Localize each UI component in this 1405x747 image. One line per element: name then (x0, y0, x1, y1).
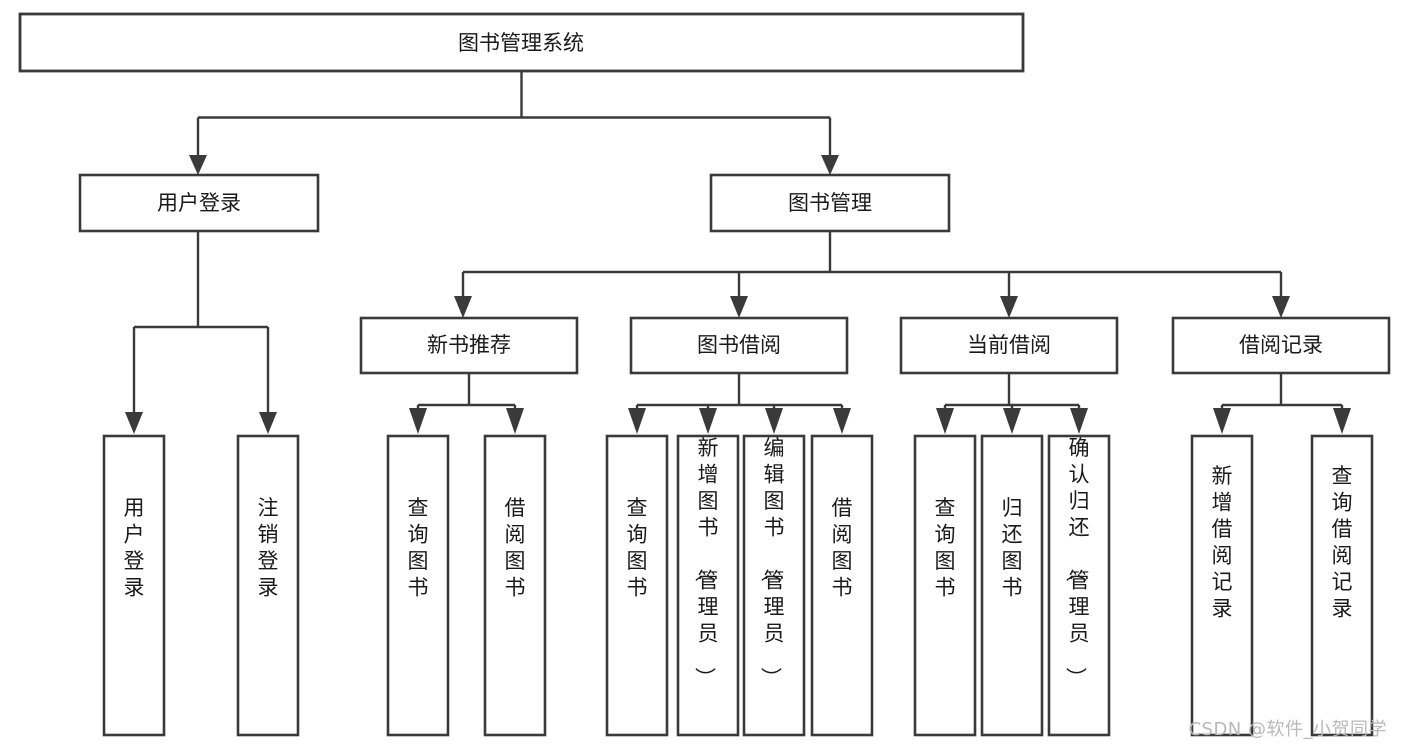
leaf-return-book-label: 归还图书 (1002, 496, 1023, 600)
leaf-add-book-box[interactable] (676, 434, 740, 737)
arrow-to-leaf-user-logout (259, 412, 277, 434)
leaf-confirm-return-box[interactable] (1047, 434, 1111, 737)
arrow-to-leaf-confirm-return (1070, 408, 1088, 434)
node-root-label: 图书管理系统 (458, 31, 584, 55)
arrow-to-leaf-query-book-3 (936, 408, 954, 434)
node-book-borrow-box[interactable] (629, 316, 849, 375)
leaf-borrow-book-1-label: 借阅图书 (505, 496, 526, 600)
node-book-borrow-label: 图书借阅 (697, 333, 781, 357)
leaf-query-book-3-label: 查询图书 (935, 496, 956, 600)
leaf-edit-book[interactable]: 编辑图书（管理员） (742, 434, 806, 737)
connector-group-user-login (125, 231, 277, 434)
leaf-query-book-2-box[interactable] (605, 434, 669, 737)
leaf-query-record[interactable]: 查询借阅记录 (1310, 434, 1374, 737)
connector-group-root (189, 71, 839, 175)
arrow-to-current-borrow (1000, 296, 1018, 318)
leaf-query-record-label: 查询借阅记录 (1332, 464, 1353, 621)
arrow-to-new-book-rec (454, 296, 472, 318)
leaf-borrow-book-1[interactable]: 借阅图书 (483, 434, 547, 737)
arrow-to-borrow-record (1272, 296, 1290, 318)
leaf-edit-book-box[interactable] (742, 434, 806, 737)
leaf-query-record-box[interactable] (1310, 434, 1374, 737)
node-user-login-label: 用户登录 (157, 191, 241, 215)
leaf-user-login-label: 用户登录 (124, 496, 145, 600)
leaf-user-logout-label: 注销登录 (258, 496, 279, 600)
arrow-to-user-login (189, 155, 207, 175)
leaf-add-book[interactable]: 新增图书（管理员） (676, 434, 740, 737)
node-new-book-rec-label: 新书推荐 (427, 333, 511, 357)
arrow-to-leaf-add-record (1213, 408, 1231, 434)
leaf-query-book-2-label: 查询图书 (627, 496, 648, 600)
leaf-return-book-box[interactable] (980, 434, 1044, 737)
connector-group-current-borrow (936, 373, 1088, 434)
node-book-borrow[interactable]: 图书借阅 (629, 316, 849, 375)
leaf-query-book-2[interactable]: 查询图书 (605, 434, 669, 737)
node-new-book-rec[interactable]: 新书推荐 (359, 316, 579, 375)
leaf-user-login[interactable]: 用户登录 (102, 434, 166, 737)
arrow-to-leaf-user-login (125, 412, 143, 434)
node-book-manage[interactable]: 图书管理 (709, 173, 951, 233)
leaf-query-book-3[interactable]: 查询图书 (913, 434, 977, 737)
leaf-add-book-label: 新增图书（管理员） (693, 436, 719, 688)
connector-group-borrow-record (1213, 373, 1351, 434)
node-new-book-rec-box[interactable] (359, 316, 579, 375)
node-current-borrow-label: 当前借阅 (967, 333, 1051, 357)
leaf-confirm-return-label: 确认归还（管理员） (1064, 436, 1090, 688)
node-current-borrow-box[interactable] (899, 316, 1119, 375)
arrow-to-leaf-edit-book (765, 408, 783, 434)
node-user-login-box[interactable] (78, 173, 320, 233)
leaf-user-logout-box[interactable] (236, 434, 300, 737)
connector-group-book-borrow (628, 373, 851, 434)
arrow-to-leaf-return-book (1003, 408, 1021, 434)
arrow-to-leaf-add-book (699, 408, 717, 434)
arrow-to-book-manage (821, 155, 839, 175)
node-borrow-record[interactable]: 借阅记录 (1171, 316, 1391, 375)
leaf-edit-book-label: 编辑图书（管理员） (759, 436, 785, 688)
leaf-add-record[interactable]: 新增借阅记录 (1190, 434, 1254, 737)
leaf-query-book-3-box[interactable] (913, 434, 977, 737)
connector-group-new-book-rec (409, 373, 524, 434)
leaf-borrow-book-1-box[interactable] (483, 434, 547, 737)
leaf-user-logout[interactable]: 注销登录 (236, 434, 300, 737)
node-book-manage-box[interactable] (709, 173, 951, 233)
connector-group-book-manage (454, 231, 1290, 318)
leaf-query-book-1-label: 查询图书 (408, 496, 429, 600)
arrow-to-leaf-borrow-book-2 (833, 408, 851, 434)
node-borrow-record-box[interactable] (1171, 316, 1391, 375)
leaf-query-book-1[interactable]: 查询图书 (386, 434, 450, 737)
leaf-borrow-book-2[interactable]: 借阅图书 (810, 434, 874, 737)
leaf-user-login-box[interactable] (102, 434, 166, 737)
node-current-borrow[interactable]: 当前借阅 (899, 316, 1119, 375)
node-user-login[interactable]: 用户登录 (78, 173, 320, 233)
arrow-to-book-borrow (730, 296, 748, 318)
leaf-return-book[interactable]: 归还图书 (980, 434, 1044, 737)
node-root-box[interactable] (18, 12, 1025, 73)
arrow-to-leaf-query-book-2 (628, 408, 646, 434)
node-book-manage-label: 图书管理 (788, 191, 872, 215)
leaf-add-record-label: 新增借阅记录 (1212, 464, 1233, 621)
arrow-to-leaf-query-record (1333, 408, 1351, 434)
arrow-to-leaf-query-book-1 (409, 408, 427, 434)
node-root[interactable]: 图书管理系统 (18, 12, 1025, 73)
node-borrow-record-label: 借阅记录 (1239, 333, 1323, 357)
arrow-to-leaf-borrow-book-1 (506, 408, 524, 434)
leaf-borrow-book-2-box[interactable] (810, 434, 874, 737)
leaf-add-record-box[interactable] (1190, 434, 1254, 737)
leaf-borrow-book-2-label: 借阅图书 (832, 496, 853, 600)
leaf-confirm-return[interactable]: 确认归还（管理员） (1047, 434, 1111, 737)
leaf-query-book-1-box[interactable] (386, 434, 450, 737)
